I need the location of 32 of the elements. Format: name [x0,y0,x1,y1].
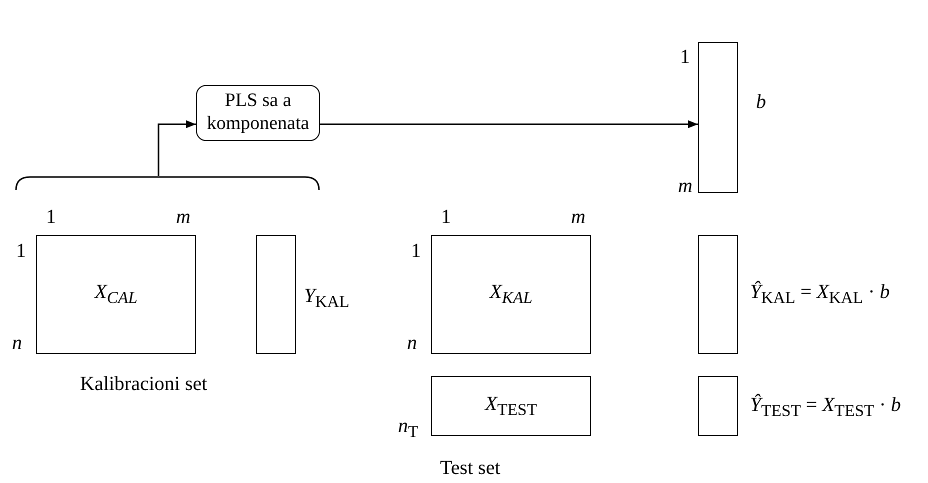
vector-box [698,376,738,436]
column-index: 1 [441,207,451,227]
arrow [158,120,196,176]
row-index: 1 [411,241,421,261]
matrix-label: X$_{CAL}$ [94,281,138,308]
formula: Ŷ$_{KAL}$ = X$_{KAL}$ · b [750,282,890,307]
brace [15,176,320,190]
process-label: PLS sa a komponenata [206,90,310,136]
matrix-label: X$_{TEST}$ [484,392,537,420]
vector-box [698,42,738,193]
vector-box [698,235,738,354]
vector-label: b [756,92,766,112]
row-index: m [678,176,692,196]
matrix-box [431,235,591,354]
column-index: m [176,207,190,227]
process-box [196,85,320,141]
matrix-box [36,235,196,354]
row-index: 1 [680,47,690,67]
row-index: n$_{T}$ [398,416,418,441]
set-caption: Test set [440,458,500,478]
matrix-label: X$_{KAL}$ [490,281,532,308]
vector-label: Y$_{KAL}$ [304,286,350,311]
matrix-box [431,376,591,436]
column-index: m [571,207,586,227]
column-index: 1 [46,207,56,227]
vector-box [256,235,296,354]
row-index: n [12,333,22,353]
formula: Ŷ$_{TEST}$ = X$_{TEST}$ · b [750,395,901,420]
set-caption: Kalibracioni set [80,374,208,394]
row-index: n [407,333,417,353]
arrow [320,120,698,128]
row-index: 1 [16,241,26,261]
